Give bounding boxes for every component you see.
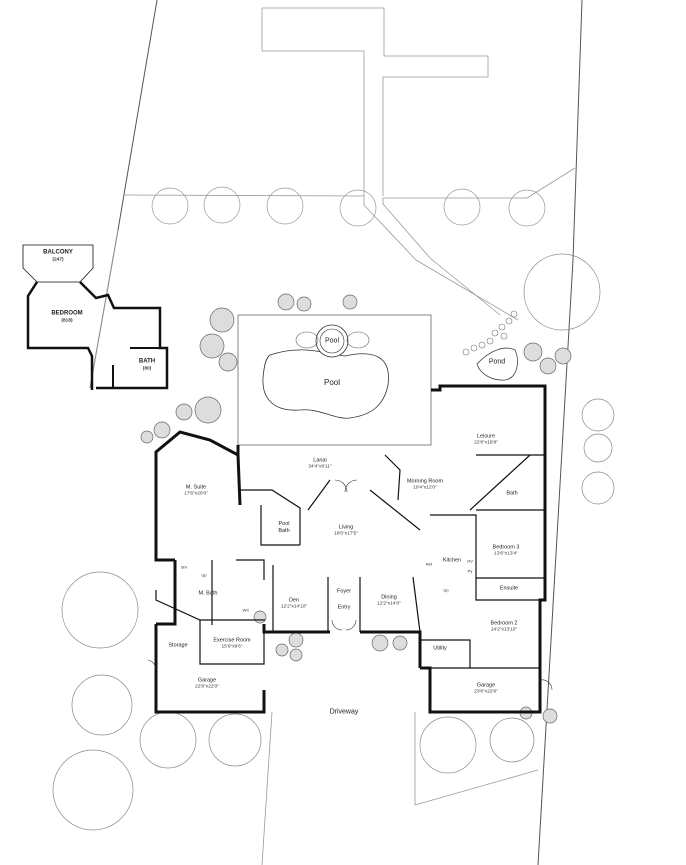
- room-balcony: BALCONY (247): [43, 249, 73, 262]
- room-name: Utility: [433, 645, 447, 652]
- room-name: Leisure: [476, 433, 496, 440]
- room-garage-left: Garage 22'8"x22'0": [195, 678, 219, 691]
- room-entry: Entry: [338, 605, 351, 612]
- room-size: 15'0"x9'6": [221, 644, 243, 650]
- room-name: BEDROOM: [51, 310, 83, 317]
- fixture-text: OV: [467, 558, 473, 564]
- room-name: Living: [338, 524, 354, 531]
- room-size: 13'6"x13'4": [494, 551, 518, 557]
- room-size: 22'8"x22'0": [195, 684, 219, 690]
- room-name: Lanai: [313, 457, 327, 464]
- room-name: Kitchen: [442, 557, 462, 564]
- room-garage-right: Garage 23'6"x22'6": [474, 683, 498, 696]
- room-name: Bath: [506, 490, 518, 497]
- room-name: Pond: [488, 358, 506, 366]
- room-size: 14'2"x13'10": [490, 627, 518, 633]
- fixture-text: Shr: [180, 564, 188, 570]
- up-label-mbath: Up: [201, 573, 206, 578]
- shrubs: [140, 293, 572, 724]
- room-name: Bedroom 3: [492, 544, 520, 551]
- room-name: Den: [288, 597, 300, 604]
- room-size: 12'2"x14'0": [377, 601, 401, 607]
- room-name: M. Suite: [185, 484, 207, 491]
- room-name: Pool Bath: [278, 521, 290, 534]
- up-label-stair: Up: [443, 588, 448, 593]
- room-bath: Bath: [506, 491, 517, 498]
- room-pool-bath: Pool Bath: [276, 521, 292, 535]
- room-bedroom-upper: BEDROOM (818): [51, 310, 82, 323]
- room-bath-upper: BATH (80): [139, 358, 155, 371]
- fixture-text: Up: [201, 572, 207, 578]
- room-pool: Pool: [324, 378, 340, 388]
- room-name: Ensuite: [499, 585, 519, 592]
- room-size: 12'2"x14'10": [280, 604, 308, 610]
- room-spa: Pool: [325, 338, 339, 347]
- room-size: (247): [52, 256, 64, 262]
- pool-deck: [237, 314, 432, 446]
- shower-label: Shr: [181, 565, 187, 570]
- room-wc: WC: [243, 608, 250, 613]
- room-exercise-room: Exercise Room 15'0"x9'6": [213, 638, 250, 651]
- room-name: Dining: [381, 594, 397, 601]
- room-bedroom-2: Bedroom 2 14'2"x13'10": [491, 621, 518, 634]
- room-foyer: Foyer: [337, 589, 351, 596]
- room-m-suite: M. Suite 17'6"x20'0": [184, 485, 208, 498]
- fixture-text: Up: [443, 587, 449, 593]
- spa-inner: [319, 328, 345, 354]
- room-name: Pool: [323, 378, 341, 387]
- pantry-label: Py: [468, 569, 473, 574]
- room-storage: Storage: [168, 643, 187, 650]
- room-name: Bedroom 2: [490, 620, 518, 627]
- room-name: Garage: [476, 682, 496, 689]
- room-size: 23'6"x22'6": [474, 689, 498, 695]
- room-bedroom-3: Bedroom 3 13'6"x13'4": [493, 545, 520, 558]
- room-name: BATH: [138, 358, 156, 365]
- room-m-bath: M. Bath: [199, 591, 218, 598]
- room-name: M. Bath: [198, 590, 218, 597]
- room-name: Foyer: [336, 588, 352, 595]
- fixture-text: Ref: [425, 561, 433, 567]
- room-name: Storage: [168, 642, 188, 649]
- pool-shape: [262, 349, 389, 419]
- room-size: 22'8"x18'8": [474, 440, 498, 446]
- driveway-label: Driveway: [330, 709, 359, 718]
- pond-stepping-stones: [462, 310, 518, 356]
- interior-walls: [155, 454, 545, 669]
- room-living: Living 18'0"x17'5": [334, 525, 358, 538]
- refrigerator-label: Ref: [426, 562, 432, 567]
- room-size: 18'0"x17'5": [334, 531, 358, 537]
- room-name: Exercise Room: [213, 637, 251, 644]
- room-name: Entry: [337, 604, 351, 611]
- oven-label: OV: [467, 559, 473, 564]
- room-utility: Utility: [433, 646, 446, 653]
- room-size: (80): [142, 365, 152, 371]
- site-paths: [89, 7, 576, 865]
- fixture-text: Py: [467, 568, 473, 574]
- hedge-row: [151, 186, 546, 227]
- room-size: 10'4"x12'0": [413, 485, 437, 491]
- room-pond: Pond: [489, 359, 505, 368]
- room-name: WC: [242, 607, 250, 613]
- room-name: Garage: [197, 677, 217, 684]
- room-name: Pool: [324, 337, 340, 345]
- room-name: Driveway: [329, 708, 359, 716]
- room-name: Morning Room: [406, 478, 444, 485]
- upper-floor-inset: [22, 244, 169, 390]
- room-name: BALCONY: [43, 249, 73, 256]
- pond-shape: [476, 347, 518, 381]
- room-size: 34'4"x9'11": [308, 464, 332, 470]
- room-ensuite: Ensuite: [500, 586, 518, 593]
- door-swings: [147, 479, 553, 691]
- room-den: Den 12'2"x14'10": [281, 598, 307, 611]
- room-morning-room: Morning Room 10'4"x12'0": [407, 479, 443, 492]
- room-leisure: Leisure 22'8"x18'8": [474, 434, 498, 447]
- room-kitchen: Kitchen: [443, 558, 461, 565]
- room-size: 17'6"x20'0": [184, 491, 208, 497]
- room-dining: Dining 12'2"x14'0": [377, 595, 401, 608]
- room-lanai: Lanai 34'4"x9'11": [308, 458, 331, 471]
- room-size: (818): [61, 317, 73, 323]
